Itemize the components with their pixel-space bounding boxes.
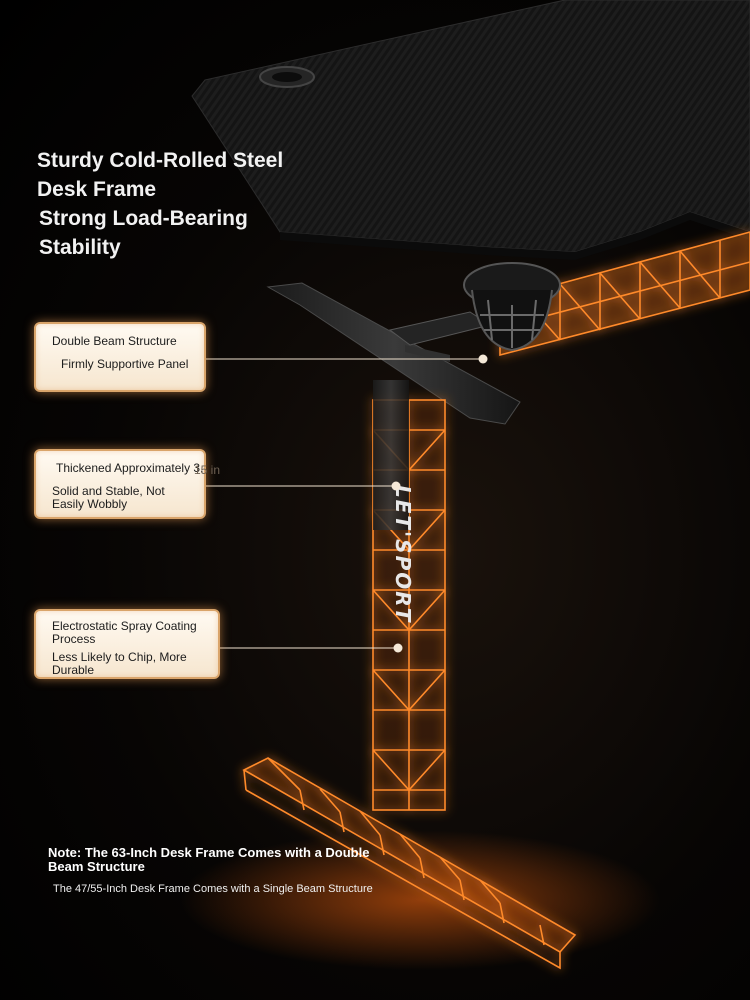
headline-line-4: Stability <box>39 236 121 259</box>
headline-line-2: Desk Frame <box>37 178 157 201</box>
callout-subtitle: Solid and Stable, Not Easily Wobbly <box>52 484 165 511</box>
callout-title: Double Beam Structure <box>52 334 177 348</box>
note-title: Note: The 63-Inch Desk Frame Comes with … <box>48 845 370 874</box>
cup-holder-icon <box>463 262 561 352</box>
desk-top <box>191 0 750 260</box>
headline-line-1: Sturdy Cold-Rolled Steel <box>37 149 284 172</box>
callout-title: Electrostatic Spray Coating Process <box>52 619 197 646</box>
callout-title-overflow: 15 in <box>194 463 221 477</box>
headline-line-3: Strong Load-Bearing <box>39 207 248 230</box>
cable-grommet-icon <box>259 66 315 88</box>
callout-leaders <box>206 358 483 649</box>
leg-logo: LET'SPORT <box>391 485 415 623</box>
callout-subtitle: Less Likely to Chip, More Durable <box>52 650 187 677</box>
note-subtitle: The 47/55-Inch Desk Frame Comes with a S… <box>53 883 373 895</box>
callout-subtitle: Firmly Supportive Panel <box>61 357 189 371</box>
glowing-leg <box>372 380 446 811</box>
callout-double-beam: Double Beam Structure Firmly Supportive … <box>34 322 206 392</box>
callout-markers <box>391 354 488 653</box>
callout-spray-coating: Electrostatic Spray Coating Process Less… <box>34 609 220 679</box>
callout-title: Thickened Approximately 3. <box>56 461 204 475</box>
glowing-foot <box>242 757 577 970</box>
callout-thickness: Thickened Approximately 3. Solid and Sta… <box>34 449 206 519</box>
headline: Sturdy Cold-Rolled Steel Desk Frame Stro… <box>37 146 283 262</box>
